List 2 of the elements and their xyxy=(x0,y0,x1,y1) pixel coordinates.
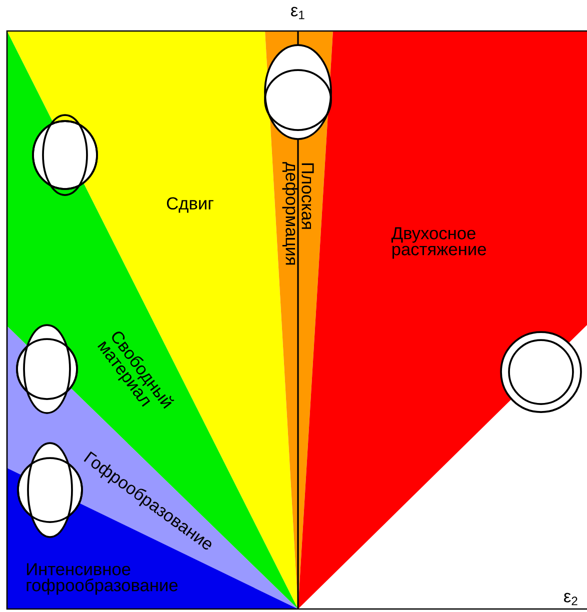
axis-label: ε$_{1}$ xyxy=(291,6,304,20)
axis-label: ε$_{2}$ xyxy=(564,592,578,606)
